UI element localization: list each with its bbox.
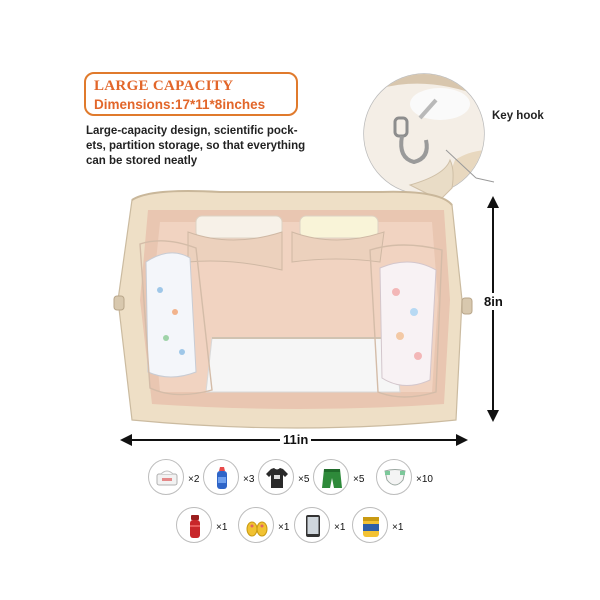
legend-count: ×1: [278, 522, 290, 533]
legend-count: ×1: [216, 522, 228, 533]
contents-legend: ×2 ×3 ×5 ×5: [140, 455, 460, 555]
legend-item: ×1: [294, 507, 364, 547]
legend-count: ×1: [392, 522, 404, 533]
legend-item: ×2: [148, 459, 218, 499]
legend-count: ×2: [188, 474, 200, 485]
legend-item: ×1: [238, 507, 308, 547]
tablet-icon: [306, 515, 320, 537]
description-line: ets, partition storage, so that everythi…: [86, 140, 306, 152]
headline-dimensions: Dimensions:17*11*8inches: [94, 97, 266, 112]
width-label: 11in: [280, 432, 312, 447]
legend-count: ×3: [243, 474, 255, 485]
headline-box: LARGE CAPACITY Dimensions:17*11*8inches: [84, 72, 298, 116]
baby-bottle-icon: [217, 467, 227, 489]
legend-count: ×5: [353, 474, 365, 485]
legend-item: ×10: [376, 459, 446, 499]
key-hook-label: Key hook: [492, 110, 544, 122]
description-line: can be stored neatly: [86, 155, 198, 167]
legend-count: ×10: [416, 474, 433, 485]
legend-item: ×5: [313, 459, 383, 499]
legend-count: ×5: [298, 474, 310, 485]
thermos-icon: [190, 515, 200, 538]
description-text: Large-capacity design, scientific pock- …: [86, 124, 326, 169]
description-line: Large-capacity design, scientific pock-: [86, 125, 298, 137]
headline-title: LARGE CAPACITY: [94, 78, 234, 94]
shorts-icon: [322, 469, 342, 488]
legend-item: ×3: [203, 459, 273, 499]
height-label: 8in: [484, 293, 503, 310]
key-hook-zoom-circle: [363, 73, 485, 195]
wipes-box-icon: [156, 470, 178, 486]
milk-powder-can-icon: [363, 517, 379, 537]
tshirt-icon: [266, 468, 288, 488]
legend-item: ×1: [352, 507, 422, 547]
legend-item: ×5: [258, 459, 328, 499]
legend-count: ×1: [334, 522, 346, 533]
legend-item: ×1: [176, 507, 246, 547]
diaper-icon: [384, 469, 406, 486]
baby-shoes-icon: [246, 521, 268, 537]
